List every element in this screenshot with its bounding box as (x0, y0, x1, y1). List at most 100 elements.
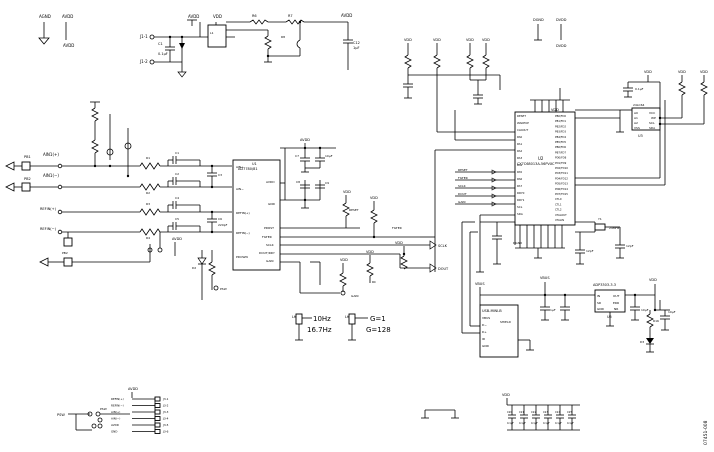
bypass-cap-value: 0.1µF (543, 422, 550, 425)
svg-text:C1: C1 (158, 42, 163, 46)
j3-pin (154, 403, 161, 408)
adc-u1: U1 AD7780/81 AIN+ AIN− REFIN(+) REFIN(−)… (232, 159, 281, 271)
svg-text:GND: GND (268, 202, 276, 206)
svg-text:ADP3303-3.3: ADP3303-3.3 (593, 283, 616, 287)
j3-signal-label: AIN(+) (111, 410, 120, 414)
svg-text:PB1: PB1 (24, 155, 31, 159)
svg-text:PSW: PSW (220, 287, 227, 291)
svg-text:AIN1(+): AIN1(+) (43, 152, 59, 157)
svg-text:AVDD: AVDD (172, 237, 182, 241)
mcu-right-pin-label: PB7/FD7 (555, 150, 566, 154)
svg-text:0.1µF: 0.1µF (635, 87, 644, 91)
mcu-right-pin-label: PB2/FD2 (555, 124, 566, 128)
j3-pin (154, 396, 161, 402)
j3-signal-label: AVDD (111, 423, 119, 427)
svg-text:IN: IN (597, 294, 600, 298)
svg-text:AVDD: AVDD (266, 180, 275, 184)
gain-jumper: LK2 G=1 G=128 (345, 313, 391, 341)
svg-text:VBUS: VBUS (482, 316, 490, 320)
svg-text:FILTER: FILTER (392, 226, 402, 230)
svg-text:FILTER: FILTER (262, 235, 272, 239)
svg-text:R4: R4 (146, 236, 150, 240)
mcu-left-pin-label: WAKEUP (517, 121, 529, 125)
svg-text:C1: C1 (175, 151, 179, 155)
svg-text:REFIN(+): REFIN(+) (236, 211, 250, 215)
svg-text:VBUS: VBUS (475, 282, 485, 286)
test-header-j3: AVDD REFIN(+)J3-1REFIN(−)J3-2AIN(+)J3-3A… (57, 387, 169, 434)
mcu-left-pin-label: SCL (517, 205, 523, 209)
svg-text:USB-MINI-B: USB-MINI-B (482, 309, 502, 313)
svg-text:D+: D+ (482, 330, 487, 334)
svg-text:VDD: VDD (700, 70, 708, 74)
svg-text:A1: A1 (634, 116, 638, 120)
j3-pin-label: J3-4 (162, 417, 169, 421)
bypass-cap-label: C24 (555, 410, 560, 414)
mcu-right-pin-label: PD3/FD11 (555, 171, 568, 175)
adc-side-network: AVDD C7 10µF C8 C9 VDD RESET VDD (280, 138, 449, 298)
mcu-right-pin-label: PB1/FD1 (555, 119, 566, 123)
j3-pin-label: J3-2 (162, 404, 169, 408)
svg-text:1µF: 1µF (550, 308, 556, 312)
mcu-left-pin-label: PA1 (517, 142, 522, 146)
svg-text:VDD: VDD (366, 250, 374, 254)
svg-text:PB2: PB2 (62, 251, 68, 255)
mcu-right-pin-label: CTL2 (555, 208, 562, 212)
signal-arrow-icon (491, 201, 497, 207)
svg-text:L1: L1 (210, 31, 214, 35)
filter-jumper: LK1 10Hz 16.7Hz (292, 313, 332, 341)
svg-text:AIN−: AIN− (236, 187, 244, 191)
svg-text:AIN1(−): AIN1(−) (43, 173, 59, 178)
svg-text:C9: C9 (325, 181, 329, 185)
svg-text:VDD: VDD (343, 190, 351, 194)
mcu-left-pin-label: RESET (517, 114, 526, 118)
svg-text:R7: R7 (288, 14, 293, 18)
svg-text:GAIN: GAIN (266, 259, 274, 263)
svg-text:D2: D2 (192, 266, 196, 270)
svg-text:A2: A2 (634, 121, 638, 125)
signal-arrow-icon (491, 185, 497, 191)
svg-text:R2: R2 (146, 191, 150, 195)
svg-text:RESET: RESET (349, 208, 359, 212)
mcu-right-pins: PB0/FD0PB1/FD1PB2/FD2PB3/FD3PB4/FD4PB5/F… (555, 114, 568, 222)
mcu-signal-label: GAIN (458, 200, 466, 204)
eeprom-u3: U3 24LC64 A0 A1 A2 VSS VCC WP SCL SDA VD… (616, 70, 708, 138)
j3-pin (154, 422, 161, 428)
j3-pin (154, 429, 161, 434)
svg-text:U3: U3 (638, 134, 643, 138)
mcu-right-pin-label: PD7/FD15 (555, 192, 568, 196)
svg-text:10µF: 10µF (668, 310, 676, 314)
svg-text:VDD: VDD (213, 14, 222, 19)
svg-text:VDD: VDD (551, 108, 559, 112)
svg-text:PB2: PB2 (24, 177, 31, 181)
svg-text:VDD: VDD (433, 38, 441, 42)
supply-section: AVDD VDD J1-1 J1-2 C1 0.1µF L1 R6 R7 (139, 13, 360, 78)
mcu-left-pins: RESETWAKEUPCLKOUTPA0PA1PA2PA3PA4PA5PA6PA… (517, 114, 529, 216)
svg-text:ERR: ERR (613, 301, 619, 305)
svg-text:VBUS: VBUS (540, 276, 550, 280)
mcu-right-pin-label: CTL1 (555, 202, 562, 206)
mcu-left-pin-label: PA3 (517, 156, 522, 160)
svg-text:PDOWN: PDOWN (236, 255, 248, 259)
svg-text:VDD: VDD (649, 278, 657, 282)
mcu-left-pin-label: RDY1 (517, 198, 525, 202)
svg-text:D−: D− (482, 323, 487, 327)
svg-text:VSS: VSS (634, 126, 640, 130)
agnd-symbol: AGND (38, 14, 51, 45)
svg-text:REFIN(+): REFIN(+) (40, 207, 57, 211)
mcu-right-pin-label: PB3/FD3 (555, 130, 566, 134)
svg-text:R3: R3 (146, 202, 150, 206)
svg-text:VDD: VDD (340, 258, 348, 262)
svg-text:GND: GND (482, 344, 490, 348)
document-id: 07451-008 (703, 420, 709, 445)
svg-text:SCL: SCL (649, 121, 655, 125)
svg-text:VDD: VDD (678, 70, 686, 74)
mcu-left-pin-label: PA6 (517, 177, 522, 181)
mcu-left-pin-label: RDY0 (517, 191, 525, 195)
analog-front-end: PB1 PB2 AIN1(+) AIN1(−) R1 R2 C1 C2 (5, 101, 232, 300)
svg-text:R16: R16 (653, 319, 659, 323)
svg-text:AIN+: AIN+ (236, 165, 244, 169)
mcu-left-pin-label: PA5 (517, 170, 522, 174)
bypass-cap-value: 0.1µF (555, 422, 562, 425)
mcu-signal-label: RESET (458, 168, 468, 172)
